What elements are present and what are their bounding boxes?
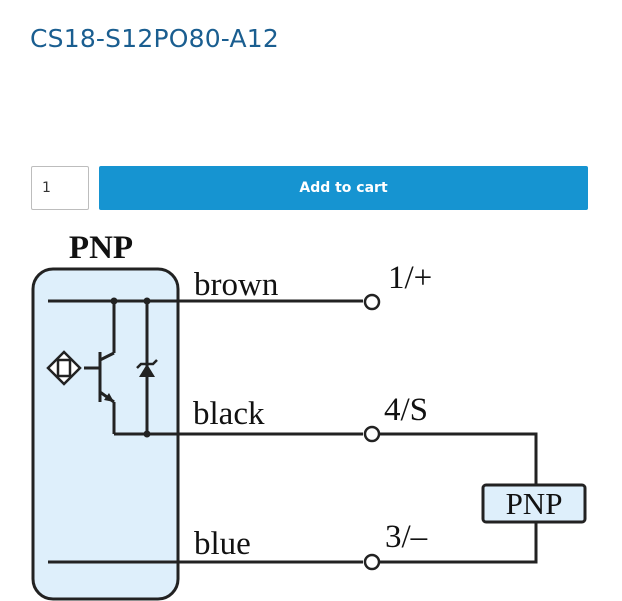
- load-box: [481, 483, 587, 524]
- terminal-4: [363, 425, 381, 443]
- add-to-cart-button[interactable]: Add to cart: [99, 166, 588, 210]
- terminal-label-3: 3/–: [385, 519, 428, 555]
- terminal-3: [363, 553, 381, 571]
- transistor-arrow-icon: [104, 393, 114, 402]
- terminal-label-1: 1/+: [388, 260, 432, 296]
- wire-label-brown: brown: [194, 267, 278, 303]
- terminal-1: [363, 293, 381, 311]
- quantity-input[interactable]: [31, 166, 89, 210]
- zener-diode-icon: [136, 359, 158, 377]
- wire-label-blue: blue: [194, 526, 251, 562]
- wire-label-black: black: [193, 396, 265, 432]
- product-title: CS18-S12PO80-A12: [30, 24, 279, 53]
- diagram-type-label: PNP: [69, 230, 133, 266]
- inductive-sensor-icon: [46, 350, 82, 386]
- load-label: PNP: [506, 486, 563, 521]
- terminal-label-4: 4/S: [384, 392, 428, 428]
